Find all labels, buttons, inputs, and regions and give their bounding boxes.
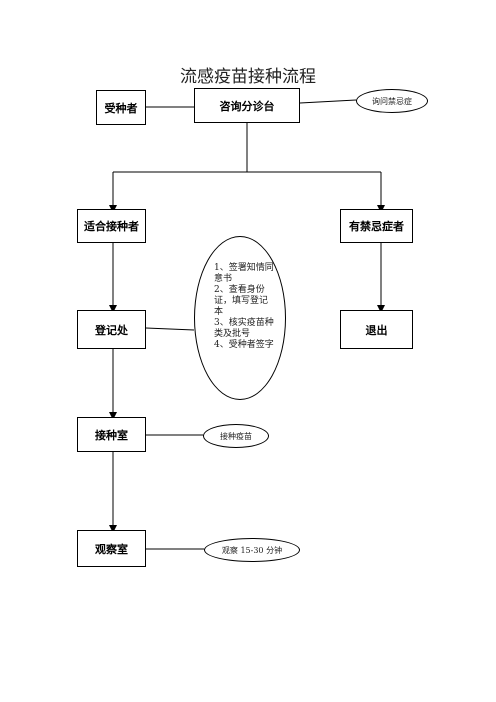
connector-consult-ask	[299, 99, 357, 104]
register-step-line: 4、受种者签字	[214, 340, 274, 350]
node-observation-room: 观察室	[77, 530, 146, 567]
register-step-line: 3、核实疫苗种	[214, 318, 274, 328]
node-contraindicated: 有禁忌症者	[340, 209, 413, 243]
node-recipient: 受种者	[96, 90, 146, 125]
node-suitable: 适合接种者	[77, 209, 146, 243]
node-vaccination-room: 接种室	[77, 417, 146, 452]
node-consult-desk: 咨询分诊台	[194, 88, 300, 123]
page-title: 流感疫苗接种流程	[180, 67, 316, 87]
register-step-line: 2、查看身份	[214, 285, 265, 295]
register-step-line: 证，填写登记	[214, 296, 269, 306]
note-register-steps: 1、签署知情同 意书 2、查看身份 证，填写登记 本 3、核实疫苗种 类及批号 …	[214, 263, 274, 351]
node-register: 登记处	[77, 310, 146, 349]
register-step-line: 本	[214, 307, 224, 317]
note-ask-contraindications: 询问禁忌症	[356, 89, 428, 113]
note-observe: 观察 15-30 分钟	[204, 538, 300, 562]
connector-register-steps	[145, 327, 195, 331]
note-register-steps-oval	[194, 236, 286, 400]
register-step-line: 意书	[214, 274, 233, 284]
note-vaccinate: 接种疫苗	[203, 424, 269, 448]
register-step-line: 类及批号	[214, 329, 251, 339]
register-step-line: 1、签署知情同	[214, 263, 274, 273]
node-exit: 退出	[340, 310, 413, 349]
